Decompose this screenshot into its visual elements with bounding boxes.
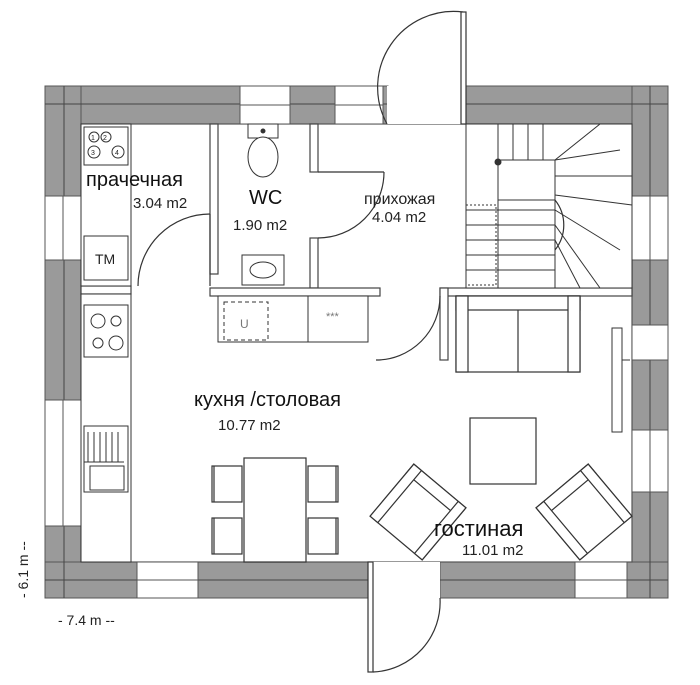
kitchen-area: 10.77 m2 — [218, 417, 281, 434]
staircase — [465, 123, 633, 289]
kitchen-cabinets — [217, 295, 369, 343]
laundry-name: прачечная — [86, 169, 183, 191]
armchair-left — [369, 463, 467, 561]
burner-1: 1 — [91, 135, 95, 142]
interior-walls — [80, 123, 633, 361]
living-area: 11.01 m2 — [462, 542, 523, 559]
height-dimension: - 6.1 m -- — [15, 541, 31, 598]
washer-label: U — [240, 317, 249, 331]
tm-label: TM — [95, 251, 115, 267]
tv-unit — [611, 327, 630, 433]
width-dimension: - 7.4 m -- — [58, 612, 115, 628]
laundry-counter — [80, 123, 132, 287]
sofa — [455, 295, 581, 373]
armchair-right — [535, 463, 633, 561]
stair-railing — [465, 204, 497, 286]
burner-4: 4 — [115, 150, 119, 157]
laundry-area: 3.04 m2 — [133, 195, 187, 212]
terrace-door — [367, 561, 441, 673]
hall-name: прихожая — [364, 191, 435, 208]
living-name: гостиная — [434, 516, 523, 541]
laundry-burner-labels: 1 2 3 4 — [91, 135, 119, 157]
hall-area: 4.04 m2 — [372, 209, 426, 226]
wc-name: WC — [249, 187, 282, 209]
kitchen-counter — [80, 293, 132, 563]
entrance-door — [377, 10, 467, 125]
kitchen-name: кухня /столовая — [194, 389, 341, 411]
burner-3: 3 — [91, 150, 95, 157]
windows — [44, 85, 669, 599]
sink-icon — [241, 254, 285, 286]
coffee-table — [469, 417, 537, 485]
burner-2: 2 — [103, 135, 107, 142]
interior-door-swings — [137, 171, 441, 361]
dining-table — [211, 457, 339, 563]
cabinet-label: *** — [326, 311, 340, 323]
wc-area: 1.90 m2 — [233, 217, 287, 234]
toilet-icon — [247, 123, 279, 178]
